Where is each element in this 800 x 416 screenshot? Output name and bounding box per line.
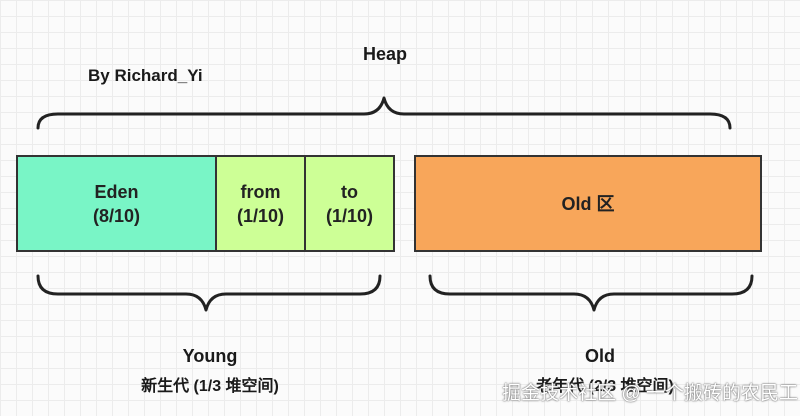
from-name: from — [240, 181, 281, 202]
from-ratio: (1/10) — [236, 205, 285, 226]
old-brace — [428, 274, 754, 312]
old-block: Old 区 — [414, 155, 762, 252]
to-name: to — [341, 181, 358, 202]
eden-name: Eden — [94, 181, 139, 202]
author-label: By Richard_Yi — [88, 66, 203, 85]
to-ratio: (1/10) — [325, 205, 374, 226]
to-survivor-block: to (1/10) — [304, 155, 395, 252]
watermark: 掘金技术社区 @ 一个搬砖的农民工 — [502, 383, 798, 404]
old-block-label: Old 区 — [561, 193, 615, 214]
from-survivor-block: from (1/10) — [215, 155, 306, 252]
eden-ratio: (8/10) — [92, 205, 141, 226]
eden-block: Eden (8/10) — [16, 155, 217, 252]
old-subtitle: 老年代 (2/3 堆空间) — [536, 378, 674, 395]
heap-title: Heap — [362, 44, 407, 64]
young-brace — [36, 274, 382, 312]
heap-brace — [36, 96, 732, 130]
old-title: Old — [585, 346, 615, 366]
young-subtitle: 新生代 (1/3 堆空间) — [141, 378, 279, 395]
young-title: Young — [182, 346, 238, 366]
